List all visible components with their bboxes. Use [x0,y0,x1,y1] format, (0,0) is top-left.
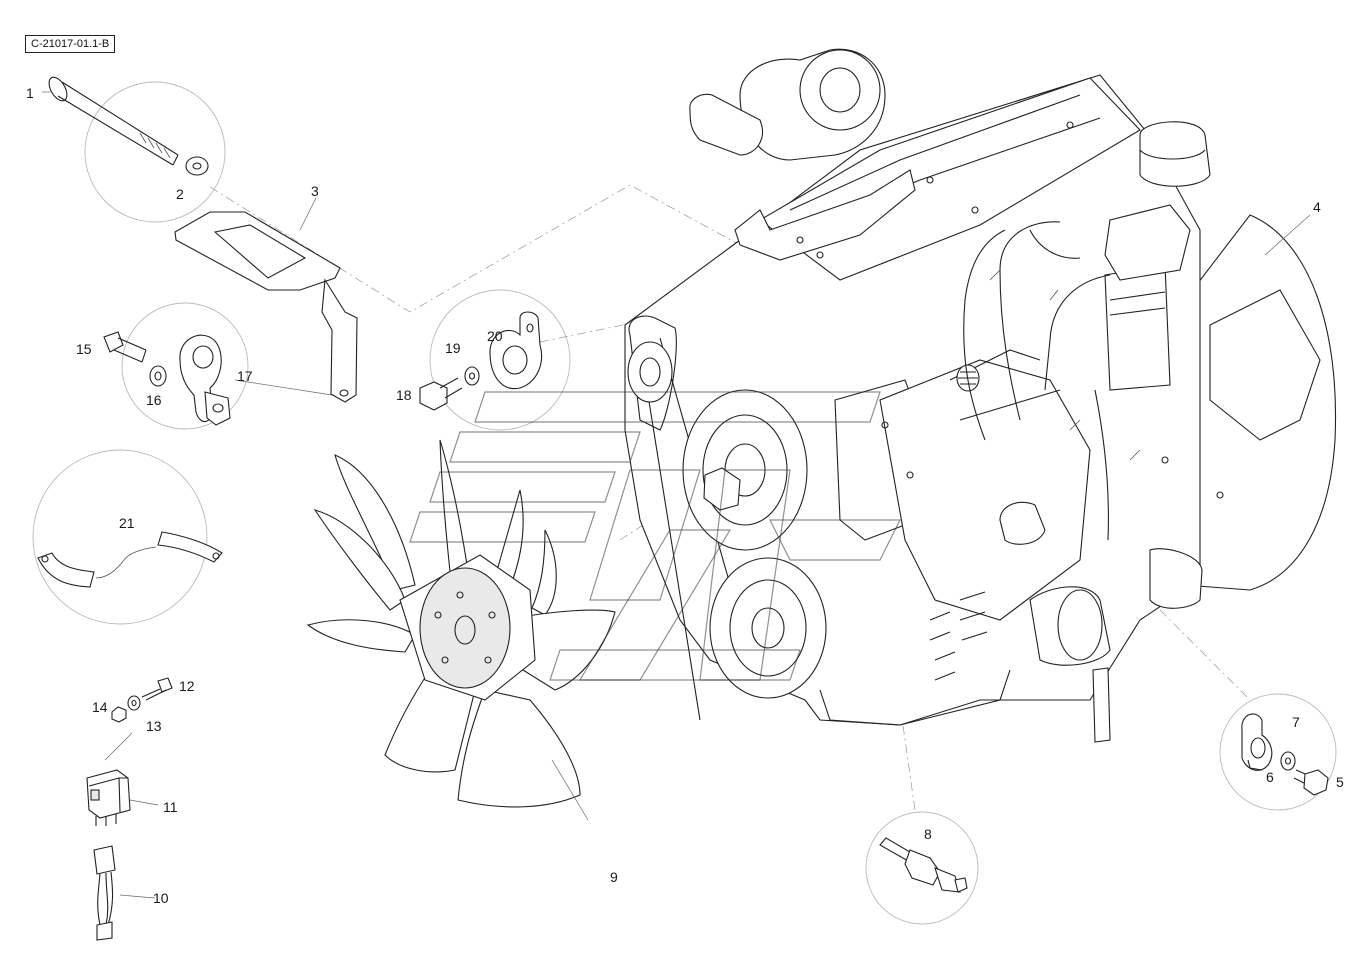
part-14-nut [111,706,127,723]
part-16-washer [149,365,167,387]
callout-7: 7 [1292,714,1300,730]
part-21-straps [37,531,223,588]
part-8-sensor [879,837,968,893]
part-11-relay [86,769,131,826]
callout-16: 16 [146,392,162,408]
part-2-washer [185,156,209,176]
callout-10: 10 [153,890,169,906]
callout-21: 21 [119,515,135,531]
part-18-bolt [419,377,463,411]
callout-12: 12 [179,678,195,694]
part-10-harness [93,845,116,941]
part-4-engine [624,48,1337,743]
part-17-clamp [179,334,231,426]
callout-2: 2 [176,186,184,202]
part-9-fan [306,439,616,808]
callout-19: 19 [445,340,461,356]
callout-6: 6 [1266,769,1274,785]
callout-18: 18 [396,387,412,403]
part-12-bolt [141,677,173,701]
callout-11: 11 [163,799,178,815]
callout-4: 4 [1313,199,1321,215]
part-19-washer [464,366,480,386]
callout-17: 17 [237,368,253,384]
part-13-washer [127,695,141,711]
part-1-bolt [48,76,179,166]
callout-9: 9 [610,869,618,885]
callout-14: 14 [92,699,108,715]
part-5-bolt [1293,769,1329,796]
callout-1: 1 [26,85,34,101]
callout-5: 5 [1336,774,1344,790]
callout-20: 20 [487,328,503,344]
detail-circles [32,81,1337,925]
callout-3: 3 [311,183,319,199]
part-3-bracket [174,211,358,403]
callout-15: 15 [76,341,92,357]
part-7-clamp [1241,713,1273,771]
drawing-code: C-21017-01.1-B [25,35,116,53]
part-20-clamp [489,311,543,390]
callout-13: 13 [146,718,162,734]
callout-8: 8 [924,826,932,842]
part-6-washer [1280,751,1296,771]
leader-lines [42,91,1311,899]
part-15-bolt [103,331,147,363]
watermark-logo [409,391,901,681]
